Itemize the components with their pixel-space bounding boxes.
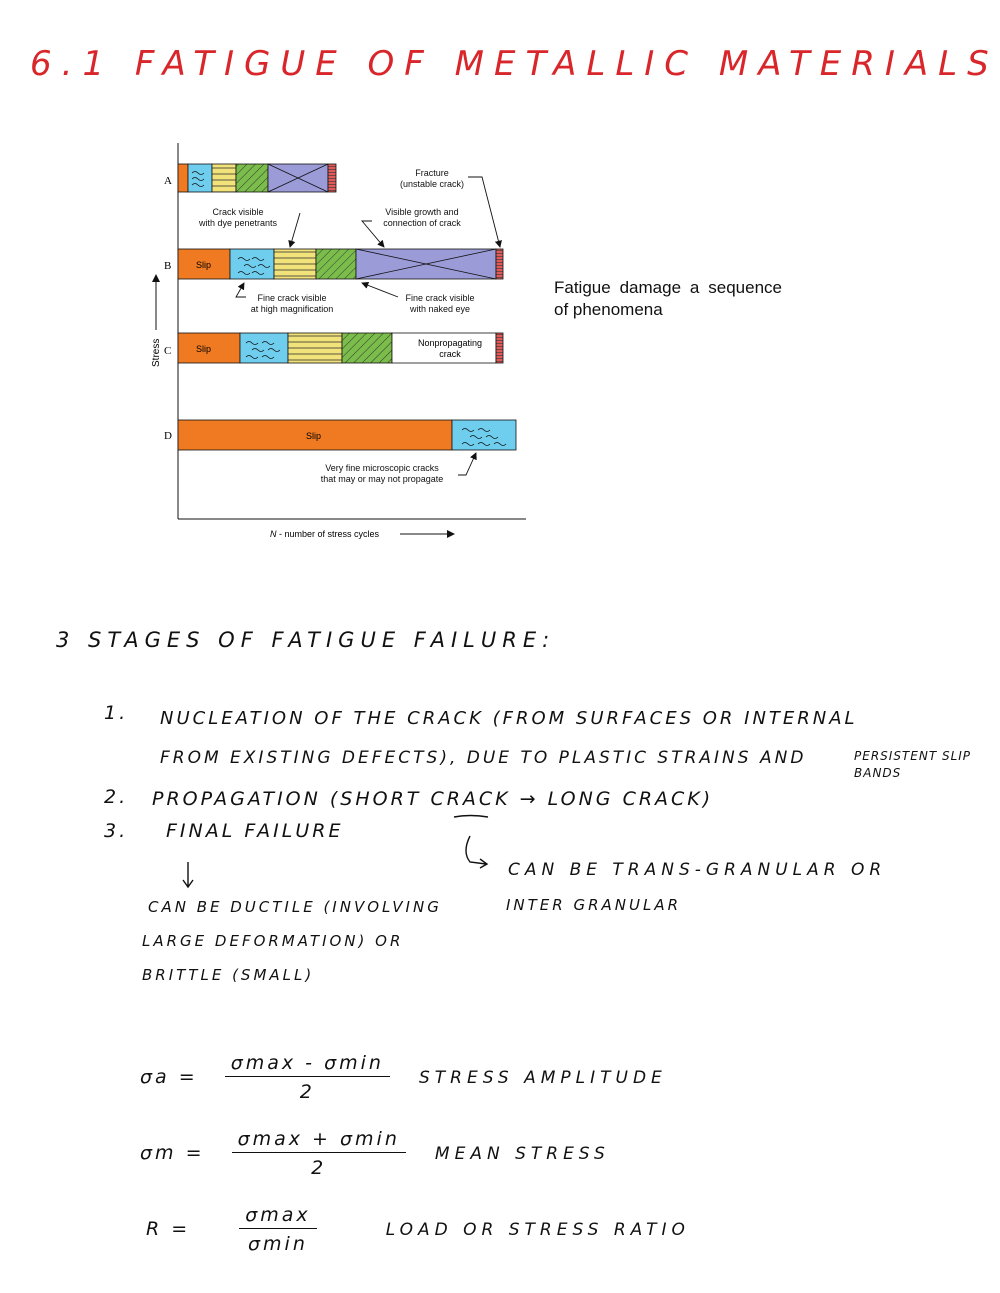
nonprop-label-1: Nonpropagating	[418, 338, 482, 348]
r-fraction: σmax σmin	[239, 1204, 317, 1255]
item1-line2: FROM EXISTING DEFECTS), DUE TO PLASTIC S…	[160, 748, 807, 768]
fracture-label-1: Fracture	[415, 168, 449, 178]
row-c-slip-label: Slip	[196, 344, 211, 354]
formula-stress-amplitude: σa = σmax - σmin 2 STRESS AMPLITUDE	[140, 1052, 667, 1103]
micro-label-2: that may or may not propagate	[321, 474, 444, 484]
growth-label-2: connection of crack	[383, 218, 461, 228]
row-label-d: D	[164, 430, 172, 442]
amp-lhs: σa =	[140, 1066, 198, 1088]
branch-left-3: BRITTLE (SMALL)	[142, 966, 315, 984]
growth-label-1: Visible growth and	[385, 207, 458, 217]
formula-mean-stress: σm = σmax + σmin 2 MEAN STRESS	[140, 1128, 610, 1179]
item1-extra: PERSISTENT SLIP BANDS	[854, 749, 972, 780]
fine-eye-label-2: with naked eye	[409, 304, 470, 314]
row-d-slip-label: Slip	[306, 431, 321, 441]
fatigue-damage-figure: Stress N - number of stress cycles A B C…	[151, 143, 526, 539]
row-label-c: C	[164, 345, 171, 357]
mean-numerator: σmax + σmin	[231, 1128, 406, 1153]
r-denominator: σmin	[248, 1233, 308, 1255]
amp-fraction: σmax - σmin 2	[224, 1052, 390, 1103]
growth-leader	[361, 220, 385, 248]
row-c-bar	[177, 332, 504, 364]
row-b-slip-label: Slip	[196, 260, 211, 270]
micro-label-1: Very fine microscopic cracks	[325, 463, 439, 473]
branch-left-1: CAN BE DUCTILE (INVOLVING	[148, 898, 442, 916]
r-lhs: R =	[146, 1218, 191, 1240]
row-label-a: A	[164, 175, 172, 187]
row-d-bar	[177, 419, 517, 451]
fracture-label-2: (unstable crack)	[400, 179, 464, 189]
branch-right-1: CAN BE TRANS-GRANULAR OR	[508, 860, 887, 880]
mean-label: MEAN STRESS	[434, 1144, 610, 1164]
dye-leader	[288, 212, 301, 248]
fine-mag-leader	[235, 282, 246, 298]
row-label-b: B	[164, 260, 171, 272]
amp-denominator: 2	[299, 1081, 315, 1103]
mean-denominator: 2	[311, 1157, 327, 1179]
notes-heading: 3 STAGES OF FATIGUE FAILURE:	[56, 628, 556, 652]
fine-eye-leader	[361, 281, 399, 298]
x-axis-label: N - number of stress cycles	[270, 529, 380, 539]
branch-right-2: INTER GRANULAR	[506, 896, 682, 914]
item2-number: 2.	[104, 786, 129, 808]
fine-mag-label-1: Fine crack visible	[257, 293, 326, 303]
item1-line1: NUCLEATION OF THE CRACK (FROM SURFACES O…	[160, 708, 858, 729]
formula-stress-ratio: R = σmax σmin LOAD OR STRESS RATIO	[146, 1204, 690, 1255]
r-numerator: σmax	[239, 1204, 317, 1229]
row-a-bar	[177, 163, 337, 193]
item3-text: FINAL FAILURE	[166, 820, 344, 842]
mean-lhs: σm =	[140, 1142, 205, 1164]
row-b-bar	[177, 248, 504, 280]
dye-label-1: Crack visible	[212, 207, 263, 217]
dye-label-2: with dye penetrants	[198, 218, 278, 228]
page-title: 6.1 FATIGUE OF METALLIC MATERIALS	[30, 44, 999, 84]
y-axis-label: Stress	[151, 339, 162, 367]
micro-leader	[458, 452, 477, 476]
branch-left-2: LARGE DEFORMATION) OR	[142, 932, 404, 950]
r-label: LOAD OR STRESS RATIO	[385, 1220, 690, 1240]
amp-label: STRESS AMPLITUDE	[419, 1068, 667, 1088]
item3-number: 3.	[104, 820, 129, 842]
fine-mag-label-2: at high magnification	[251, 304, 334, 314]
amp-numerator: σmax - σmin	[224, 1052, 390, 1077]
fracture-leader	[468, 176, 502, 248]
fine-eye-label-1: Fine crack visible	[405, 293, 474, 303]
nonprop-label-2: crack	[439, 349, 461, 359]
item1-number: 1.	[104, 702, 129, 724]
item2-text: PROPAGATION (SHORT CRACK → LONG CRACK)	[152, 788, 714, 810]
figure-caption: Fatigue damage a sequence of phenomena	[554, 278, 782, 319]
mean-fraction: σmax + σmin 2	[231, 1128, 406, 1179]
